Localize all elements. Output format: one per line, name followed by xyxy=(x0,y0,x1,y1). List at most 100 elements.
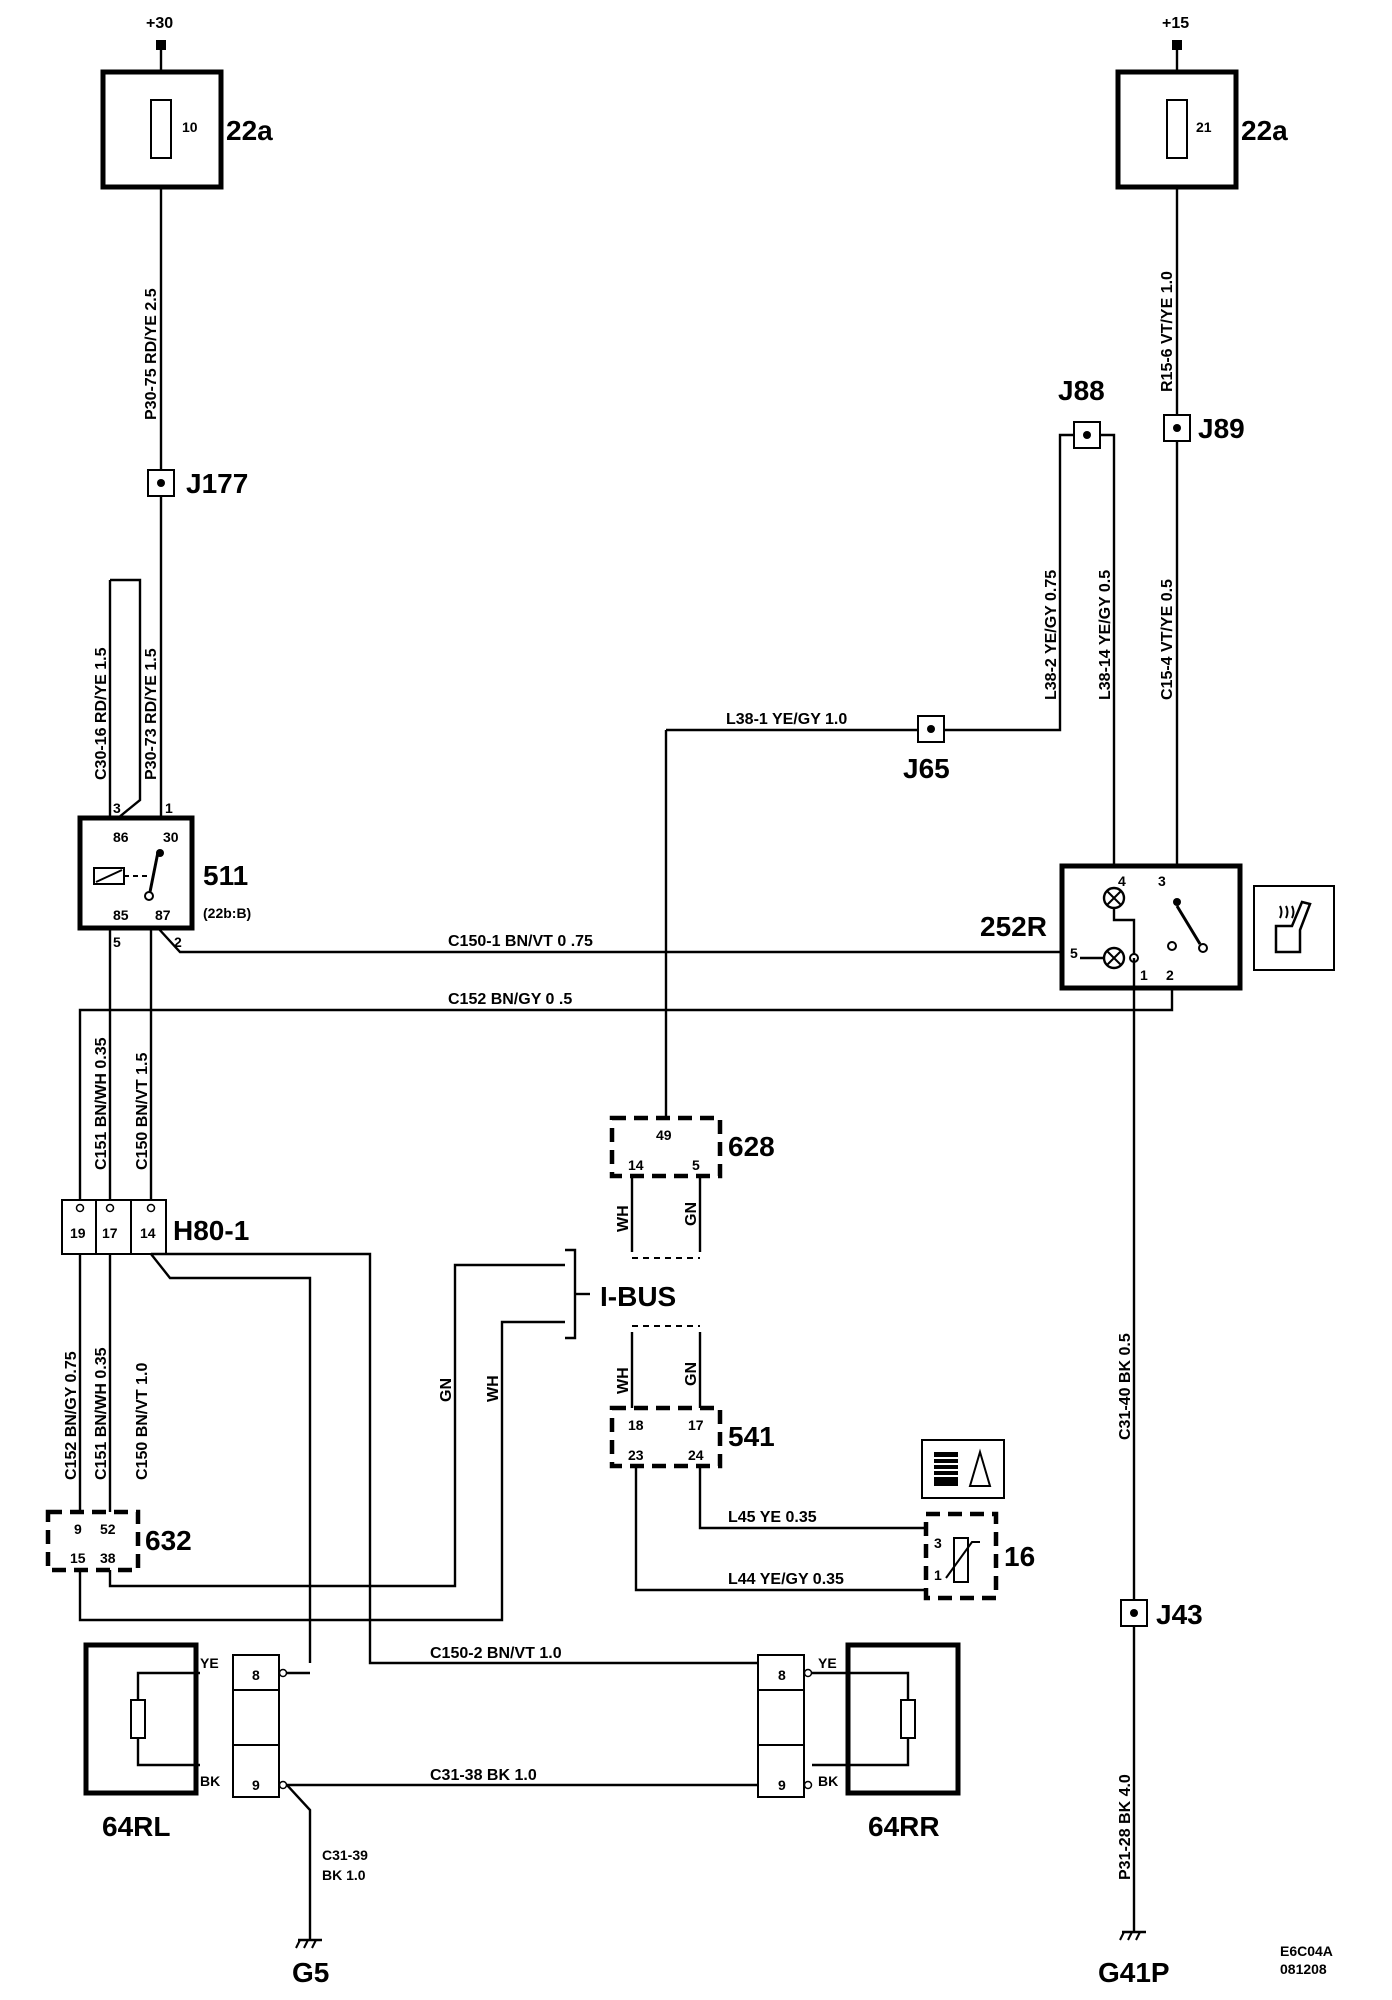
drawing-code-1: E6C04A xyxy=(1280,1943,1333,1959)
ibus-wh-bot: WH xyxy=(615,1367,632,1394)
seat-heater-icon xyxy=(1253,885,1335,971)
supply-15-terminal xyxy=(1172,40,1182,50)
heater-64rr-label: 64RR xyxy=(868,1811,940,1842)
supply-30-terminal xyxy=(156,40,166,50)
thermistor-icon xyxy=(953,1537,969,1583)
m541-pin-23: 23 xyxy=(628,1447,644,1463)
heater-left-element-icon xyxy=(130,1699,146,1739)
m632-pin-15: 15 xyxy=(70,1550,86,1566)
m541-pin-24: 24 xyxy=(688,1447,704,1463)
sensor-pin-3: 3 xyxy=(934,1535,942,1551)
m628-pin-49: 49 xyxy=(656,1127,672,1143)
wire-l44: L44 YE/GY 0.35 xyxy=(728,1571,844,1588)
module-628-label: 628 xyxy=(728,1131,775,1162)
fuse-right-id: 22a xyxy=(1241,115,1288,146)
wire-c152: C152 BN/GY 0 .5 xyxy=(448,991,572,1008)
module-541 xyxy=(609,1405,723,1469)
wire-c31-38: C31-38 BK 1.0 xyxy=(430,1767,537,1784)
m628-pin-5: 5 xyxy=(692,1157,700,1173)
wire-p30-73: P30-73 RD/YE 1.5 xyxy=(143,648,160,780)
heater-64rl-label: 64RL xyxy=(102,1811,170,1842)
heater-right-bk: BK xyxy=(818,1773,838,1789)
heater-right-connector xyxy=(757,1654,805,1798)
wire-p30-75: P30-75 RD/YE 2.5 xyxy=(143,288,160,420)
heater-left-ye: YE xyxy=(200,1655,219,1671)
heater-right-pin-8: 8 xyxy=(778,1667,786,1683)
relay-node-2: 2 xyxy=(174,934,182,950)
switch-pin-5: 5 xyxy=(1070,945,1078,961)
supply-15-label: +15 xyxy=(1162,15,1189,32)
wire-gn: GN xyxy=(438,1378,455,1402)
module-632-label: 632 xyxy=(145,1525,192,1556)
ibus-gn-bot: GN xyxy=(683,1362,700,1386)
wire-c31-39-a: C31-39 xyxy=(322,1847,368,1863)
wire-c31-40: C31-40 BK 0.5 xyxy=(1117,1333,1134,1440)
wire-l45: L45 YE 0.35 xyxy=(728,1509,817,1526)
heater-right-pin-9: 9 xyxy=(778,1777,786,1793)
wire-c151-top: C151 BN/WH 0.35 xyxy=(93,1037,110,1170)
relay-pin-30: 30 xyxy=(163,829,179,845)
relay-ref: (22b:B) xyxy=(203,905,251,921)
wire-c150-bot: C150 BN/VT 1.0 xyxy=(134,1363,151,1480)
h80-pin-17: 17 xyxy=(102,1225,118,1241)
wire-l38-1: L38-1 YE/GY 1.0 xyxy=(726,711,847,728)
junction-j89-label: J89 xyxy=(1198,413,1245,444)
module-632 xyxy=(45,1509,141,1573)
drawing-code-2: 081208 xyxy=(1280,1961,1327,1977)
switch-contact-icon xyxy=(1175,905,1202,945)
supply-30-label: +30 xyxy=(146,15,173,32)
wire-l38-14: L38-14 YE/GY 0.5 xyxy=(1097,570,1114,700)
relay-pin-87: 87 xyxy=(155,907,171,923)
wire-c31-39-b: BK 1.0 xyxy=(322,1867,366,1883)
heater-right-element-icon xyxy=(900,1699,916,1739)
heater-left-bk: BK xyxy=(200,1773,220,1789)
ibus-wh-top: WH xyxy=(615,1205,632,1232)
junction-j88 xyxy=(1073,421,1101,449)
fuse-left-id: 22a xyxy=(226,115,273,146)
switch-pin-2: 2 xyxy=(1166,967,1174,983)
ibus-gn-top: GN xyxy=(683,1202,700,1226)
h80-pin-14: 14 xyxy=(140,1225,156,1241)
wire-l38-2: L38-2 YE/GY 0.75 xyxy=(1043,570,1060,700)
relay-node-5: 5 xyxy=(113,934,121,950)
wire-wh: WH xyxy=(485,1375,502,1402)
wire-p31-28: P31-28 BK 4.0 xyxy=(1117,1774,1134,1880)
relay-id: 511 xyxy=(203,860,248,891)
switch-pin-3: 3 xyxy=(1158,873,1166,889)
wire-c152-bot: C152 BN/GY 0.75 xyxy=(63,1351,80,1480)
connector-h80-label: H80-1 xyxy=(173,1215,249,1246)
fuse-right-number: 21 xyxy=(1196,119,1212,135)
m632-pin-52: 52 xyxy=(100,1521,116,1537)
wire-c15-4: C15-4 VT/YE 0.5 xyxy=(1159,579,1176,700)
relay-node-3: 3 xyxy=(113,800,121,816)
heater-left-pin-9: 9 xyxy=(252,1777,260,1793)
relay-node-1: 1 xyxy=(165,800,173,816)
m541-pin-18: 18 xyxy=(628,1417,644,1433)
ground-g41p-label: G41P xyxy=(1098,1957,1170,1988)
sensor-16-label: 16 xyxy=(1004,1541,1035,1572)
junction-j88-label: J88 xyxy=(1058,375,1105,406)
sensor-pin-1: 1 xyxy=(934,1567,942,1583)
module-541-label: 541 xyxy=(728,1421,775,1452)
relay-pin-86: 86 xyxy=(113,829,129,845)
wire-c150-2: C150-2 BN/VT 1.0 xyxy=(430,1645,562,1662)
ground-g5-label: G5 xyxy=(292,1957,329,1988)
junction-j177-label: J177 xyxy=(186,468,248,499)
wire-r15-6: R15-6 VT/YE 1.0 xyxy=(1159,271,1176,392)
m541-pin-17: 17 xyxy=(688,1417,704,1433)
switch-pin-4: 4 xyxy=(1118,873,1126,889)
relay-pin-85: 85 xyxy=(113,907,129,923)
fuse-right-icon xyxy=(1166,99,1188,159)
m628-pin-14: 14 xyxy=(628,1157,644,1173)
wire-c150-top: C150 BN/VT 1.5 xyxy=(134,1053,151,1170)
fuse-left-number: 10 xyxy=(182,119,198,135)
switch-pin-1: 1 xyxy=(1140,967,1148,983)
heater-right-ye: YE xyxy=(818,1655,837,1671)
junction-j65-label: J65 xyxy=(903,753,950,784)
m632-pin-38: 38 xyxy=(100,1550,116,1566)
junction-j43-label: J43 xyxy=(1156,1599,1203,1630)
ibus-label: I-BUS xyxy=(600,1281,676,1312)
h80-pin-19: 19 xyxy=(70,1225,86,1241)
m632-pin-9: 9 xyxy=(74,1521,82,1537)
